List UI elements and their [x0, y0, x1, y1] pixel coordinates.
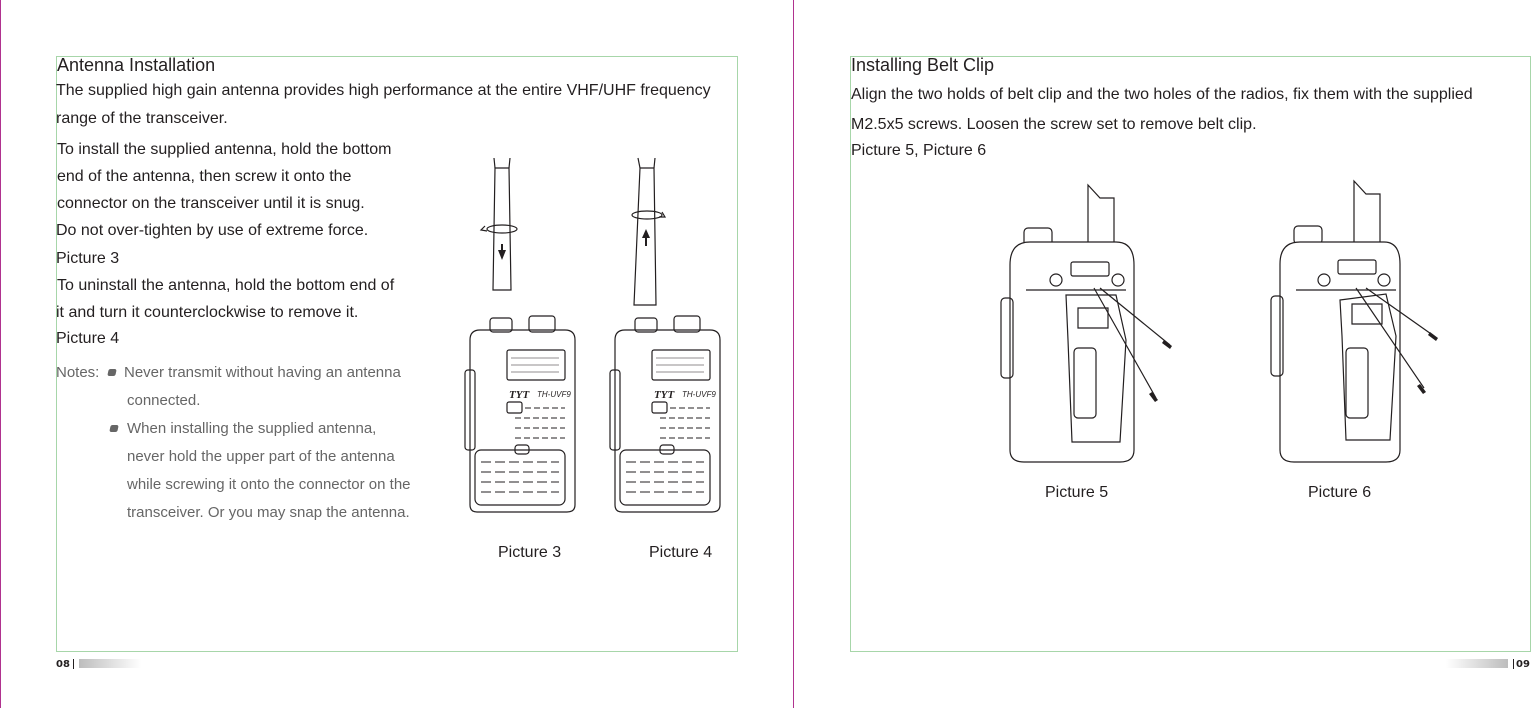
caption-picture-6: Picture 6 [1308, 484, 1372, 501]
step-line: end of the antenna, then screw it onto t… [57, 168, 352, 185]
note-1-line-2: connected. [127, 392, 201, 409]
right-page-gradient-bar [1446, 659, 1508, 668]
spine-edge [793, 0, 794, 708]
left-page-title: Antenna Installation [57, 55, 216, 75]
picture-ref: Picture 5, Picture 6 [851, 142, 987, 159]
right-page-title: Installing Belt Clip [851, 55, 995, 75]
left-page-gradient-bar [79, 659, 141, 668]
note-2-line-2: never hold the upper part of the antenna [127, 448, 395, 465]
picture-5-belt-clip-illustration [1000, 183, 1172, 463]
left-page-number: 08 [56, 659, 70, 670]
left-content-frame [56, 56, 738, 652]
right-page-number: 09 [1516, 659, 1530, 670]
radio-brand-label: TYT [654, 389, 675, 401]
picture-ref: Picture 3 [56, 250, 120, 267]
page-number-divider [73, 659, 74, 669]
radio-model-label: TH-UVF9 [682, 390, 716, 399]
note-2-line-3: while screwing it onto the connector on … [127, 476, 411, 493]
radio-model-label: TH-UVF9 [537, 390, 571, 399]
note-2-line-4: transceiver. Or you may snap the antenna… [127, 504, 410, 521]
notes-label: Notes: [56, 364, 100, 381]
radio-brand-label: TYT [509, 389, 530, 401]
belt-clip-body-line-2: M2.5x5 screws. Loosen the screw set to r… [851, 116, 1257, 133]
intro-line-1: The supplied high gain antenna provides … [56, 82, 711, 99]
caption-picture-4: Picture 4 [649, 544, 713, 561]
belt-clip-body-line-1: Align the two holds of belt clip and the… [851, 86, 1473, 103]
step-line: it and turn it counterclockwise to remov… [56, 304, 359, 321]
step-line: Do not over-tighten by use of extreme fo… [56, 222, 369, 239]
page-number-divider [1513, 659, 1514, 669]
picture-4-radio-illustration: TH-UVF9 TYT [609, 157, 721, 513]
picture-6-belt-clip-illustration [1270, 179, 1438, 463]
picture-3-radio-illustration: TH-UVF9 TYT [464, 157, 576, 513]
intro-line-2: range of the transceiver. [56, 110, 228, 127]
step-line: To uninstall the antenna, hold the botto… [57, 277, 395, 294]
left-page-edge [0, 0, 1, 708]
caption-picture-5: Picture 5 [1045, 484, 1109, 501]
note-1-line-1: Never transmit without having an antenna [124, 364, 401, 381]
caption-picture-3: Picture 3 [498, 544, 562, 561]
step-line: To install the supplied antenna, hold th… [57, 141, 392, 158]
note-2-line-1: When installing the supplied antenna, [127, 420, 377, 437]
picture-ref: Picture 4 [56, 330, 120, 347]
step-line: connector on the transceiver until it is… [57, 195, 365, 212]
